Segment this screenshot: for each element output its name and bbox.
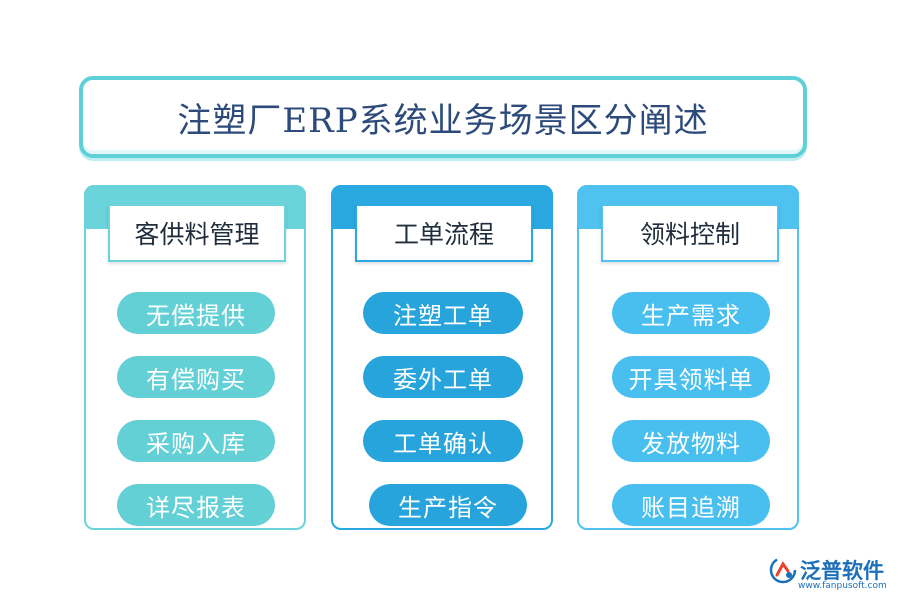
- panel-header: 工单流程: [355, 204, 533, 262]
- item-pill: 委外工单: [363, 356, 523, 398]
- item-pill: 生产需求: [612, 292, 770, 334]
- brand-logo: 泛普软件 www.fanpusoft.com: [768, 553, 893, 593]
- logo-url: www.fanpusoft.com: [798, 581, 887, 591]
- panel-customer-material: 客供料管理 无偿提供 有偿购买 采购入库 详尽报表: [84, 185, 306, 530]
- panel-material-control: 领料控制 生产需求 开具领料单 发放物料 账目追溯: [577, 185, 799, 530]
- panel-work-order: 工单流程 注塑工单 委外工单 工单确认 生产指令: [331, 185, 553, 530]
- panel-header: 客供料管理: [108, 204, 286, 262]
- item-pill: 账目追溯: [612, 484, 770, 526]
- panel-header: 领料控制: [601, 204, 779, 262]
- item-pill: 采购入库: [117, 420, 275, 462]
- title-box: 注塑厂ERP系统业务场景区分阐述: [79, 76, 807, 158]
- item-pill: 详尽报表: [117, 484, 275, 526]
- item-pill: 注塑工单: [363, 292, 523, 334]
- item-pill: 无偿提供: [117, 292, 275, 334]
- item-pill: 工单确认: [363, 420, 523, 462]
- item-pill: 开具领料单: [612, 356, 770, 398]
- item-pill: 有偿购买: [117, 356, 275, 398]
- logo-name: 泛普软件: [800, 559, 884, 583]
- fanpu-logo-icon: [769, 556, 797, 584]
- page-title: 注塑厂ERP系统业务场景区分阐述: [177, 100, 709, 141]
- item-pill: 发放物料: [612, 420, 770, 462]
- item-pill: 生产指令: [369, 484, 527, 526]
